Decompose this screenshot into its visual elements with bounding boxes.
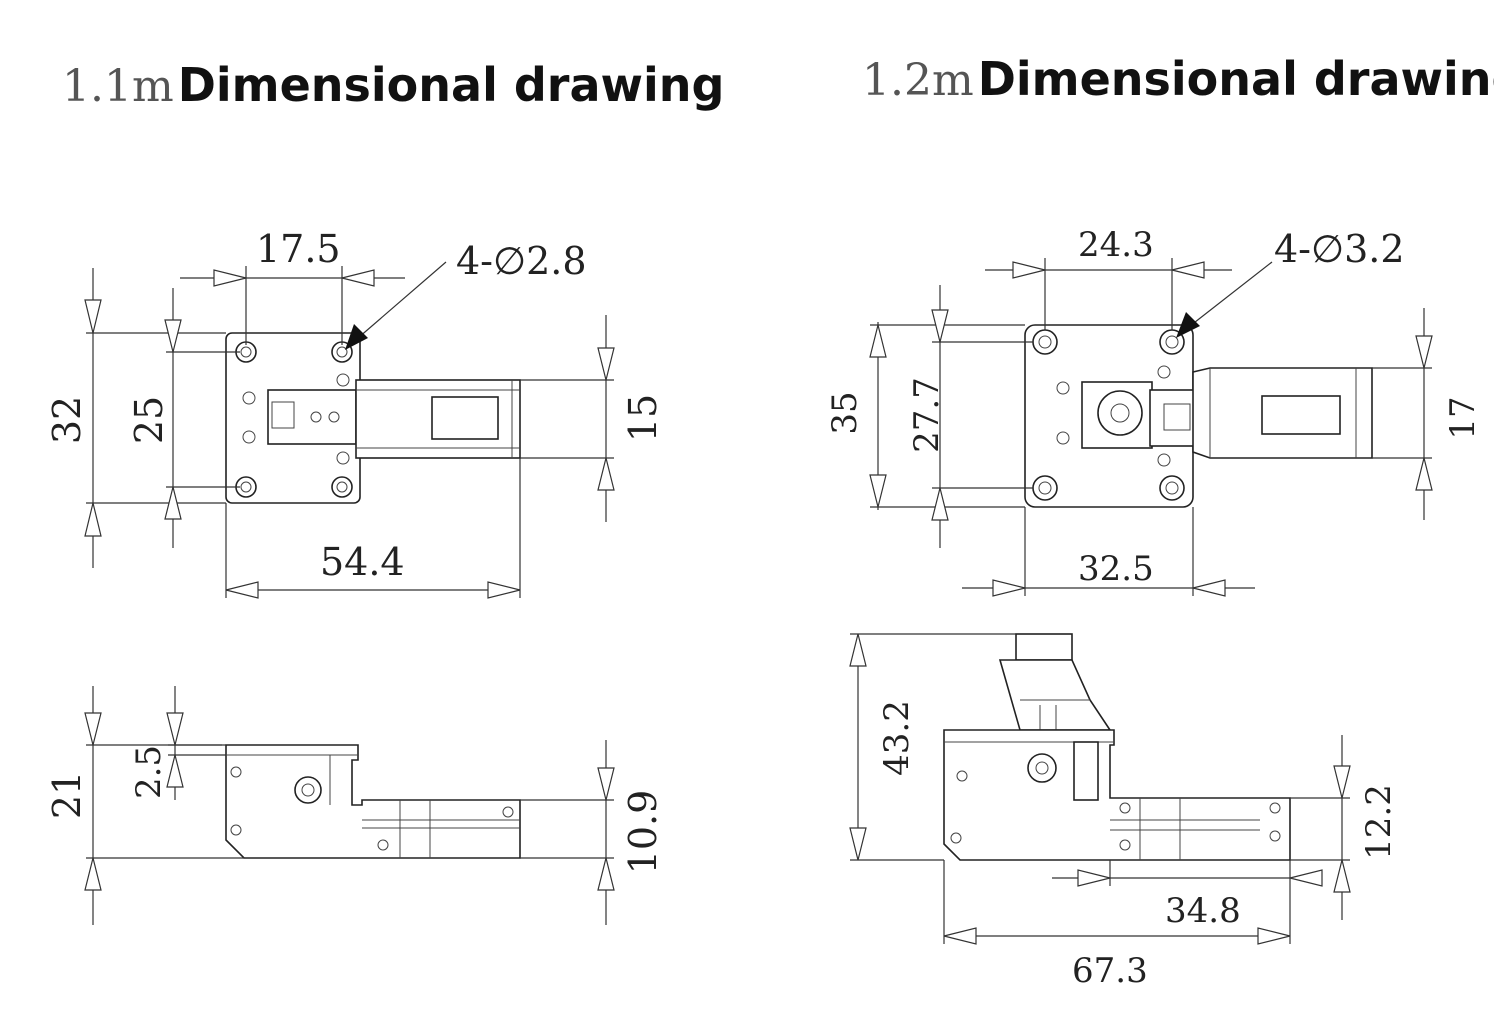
left-side-view: 21 2.5 10.9 [45,686,665,925]
left-side-body [225,744,521,859]
dim-right-hole-note: 4-∅3.2 [1274,227,1405,271]
dim-left-hole-note: 4-∅2.8 [456,239,587,283]
left-servo-block [267,389,357,445]
dim-left-arm-width: 15 [621,394,665,442]
right-top-view: 24.3 4-∅3.2 35 27.7 17 32.5 [825,225,1483,597]
dim-right-width: 32.5 [1078,549,1154,589]
title-right-prefix: 1.2m [862,55,974,106]
title-left-main: Dimensional drawing [177,58,725,112]
left-side-shaft [294,776,322,804]
dim-left-plate-thickness: 2.5 [129,745,169,799]
dim-right-length: 67.3 [1072,951,1148,991]
dim-right-height-total: 35 [825,391,865,434]
title-right: 1.2m Dimensional drawing [862,52,1494,106]
left-hole-br [331,476,353,498]
dim-left-side-height: 21 [45,771,89,819]
right-side-servo-top [1015,633,1073,661]
right-side-body [943,729,1291,861]
right-side-view: 43.2 12.2 34.8 67.3 [849,633,1399,991]
right-servo-horn [1097,390,1143,436]
dim-right-hole-spacing: 24.3 [1078,225,1154,265]
dim-right-arm-width: 17 [1443,396,1483,439]
title-right-main: Dimensional drawing [977,52,1494,106]
right-hole-br [1159,475,1185,501]
right-side-shaft [1027,753,1057,783]
dim-right-height-holes: 27.7 [907,377,947,453]
dim-left-height-total: 32 [45,396,89,444]
right-hole-tl [1032,329,1058,355]
dim-right-side-height: 43.2 [877,700,917,776]
dim-left-height-holes: 25 [127,396,171,444]
title-left: 1.1m Dimensional drawing [62,58,724,112]
dim-left-hole-spacing: 17.5 [256,227,341,271]
dim-right-arm-height: 12.2 [1359,784,1399,860]
left-top-view: 17.5 4-∅2.8 32 25 15 54.4 [45,227,665,599]
title-left-prefix: 1.1m [62,61,174,112]
dim-left-arm-height: 10.9 [621,790,665,875]
dim-left-length: 54.4 [320,540,405,584]
dim-right-arm-length: 34.8 [1165,891,1241,931]
right-hole-bl [1032,475,1058,501]
